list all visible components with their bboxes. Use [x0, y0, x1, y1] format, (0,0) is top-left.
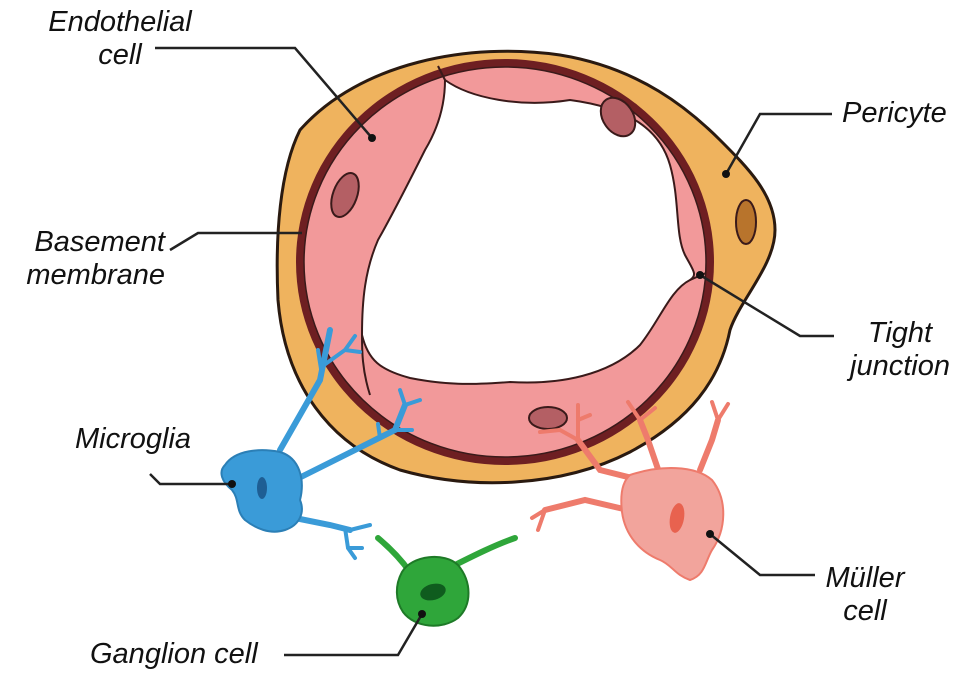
- label-tight-junction: Tight junction: [850, 317, 950, 382]
- microglia-nucleus: [257, 477, 267, 499]
- endothelial-nucleus-bottom: [528, 406, 568, 430]
- label-microglia: Microglia: [75, 423, 192, 455]
- label-muller-cell: Müller cell: [825, 562, 905, 627]
- endothelial-nucleus-left: [330, 172, 360, 218]
- leader-lines: [149, 46, 834, 657]
- endothelial-junction-bottom: [361, 334, 371, 396]
- leader-ganglion: [284, 613, 424, 657]
- leader-microglia: [149, 473, 232, 486]
- pericyte-nucleus: [735, 199, 757, 245]
- leader-basement: [169, 231, 302, 252]
- muller-nucleus: [669, 503, 685, 533]
- leader-muller: [709, 533, 815, 577]
- endothelial-junction-top: [437, 65, 446, 81]
- microglia-cell: [277, 327, 422, 560]
- label-ganglion-cell: Ganglion cell: [90, 638, 258, 670]
- label-endothelial-cell: Endothelial cell: [48, 6, 192, 71]
- label-pericyte: Pericyte: [842, 97, 947, 129]
- muller-processes: [530, 400, 730, 532]
- leader-pericyte: [724, 112, 832, 175]
- label-basement-membrane: Basement membrane: [26, 226, 165, 291]
- ganglion-nucleus: [420, 583, 446, 601]
- endothelial-nucleus-top: [599, 96, 637, 138]
- leader-endothelial: [155, 46, 373, 139]
- leader-dots: [228, 134, 730, 618]
- vessel-lumen: [360, 78, 696, 385]
- leader-tight-junction: [699, 273, 834, 338]
